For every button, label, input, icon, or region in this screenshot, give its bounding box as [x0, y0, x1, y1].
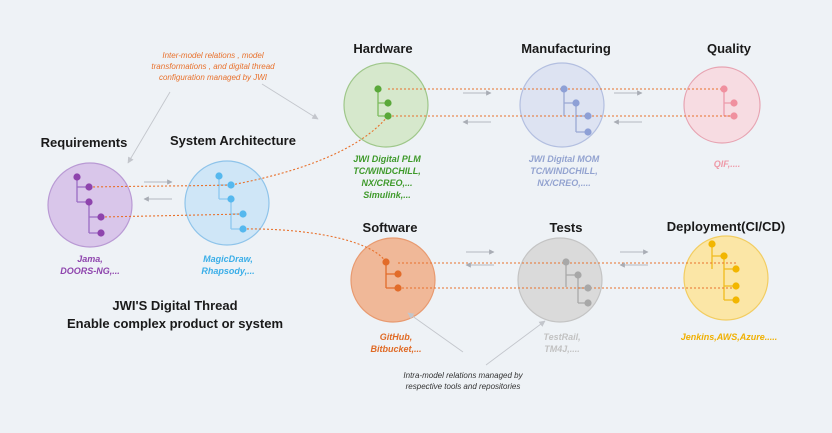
tool-label: Jenkins,AWS,Azure.....	[680, 332, 778, 342]
tool-label: QIF,....	[713, 159, 741, 169]
quality-circle	[683, 66, 761, 144]
note-line: respective tools and repositories	[405, 382, 521, 391]
deployment-nodes	[708, 240, 740, 304]
tool-label: Rhapsody,...	[201, 266, 255, 276]
tests-tree	[565, 262, 588, 304]
system-architecture-nodes	[215, 172, 247, 233]
tests-tools: TestRail, TM4J,....	[543, 331, 580, 355]
note-line: configuration managed by JWI	[158, 73, 268, 82]
requirements-tools: Jama, DOORS-NG,...	[60, 253, 120, 277]
caption-line-1: JWI'S Digital Thread	[112, 298, 238, 313]
tool-label: TC/WINDCHILL,	[353, 166, 421, 176]
tests-title: Tests	[549, 220, 583, 235]
manufacturing-nodes	[560, 85, 592, 136]
software-title: Software	[362, 220, 418, 235]
tool-label: JWI Digital MOM	[528, 154, 600, 164]
inter-model-note: Inter-model relations , model transforma…	[151, 50, 274, 83]
tests-nodes	[562, 258, 592, 307]
system-architecture-circle	[184, 160, 270, 246]
digital-thread-caption: JWI'S Digital Thread Enable complex prod…	[67, 297, 283, 333]
flow-arrows	[143, 90, 649, 268]
system-architecture-tools: MagicDraw, Rhapsody,...	[201, 253, 254, 277]
requirements-title: Requirements	[40, 135, 128, 150]
requirements-tree	[76, 177, 101, 234]
note-line: transformations , and digital thread	[151, 62, 275, 71]
quality-nodes	[720, 85, 738, 120]
tool-label: NX/CREO,...	[361, 178, 413, 188]
tool-label: NX/CREO,....	[537, 178, 591, 188]
intra-model-note: Intra-model relations managed by respect…	[403, 370, 522, 392]
tool-label: MagicDraw,	[203, 254, 253, 264]
tool-label: DOORS-NG,...	[60, 266, 120, 276]
tool-label: GitHub,	[379, 332, 413, 342]
deployment-circle	[683, 235, 769, 321]
manufacturing-tree	[563, 89, 588, 133]
deployment-tree	[711, 244, 736, 301]
tool-label: TestRail,	[543, 332, 581, 342]
annotation-pointers	[127, 83, 546, 366]
hardware-title: Hardware	[353, 41, 413, 56]
note-line: Inter-model relations , model	[162, 51, 264, 60]
system-architecture-title: System Architecture	[170, 133, 296, 148]
manufacturing-circle	[519, 62, 605, 148]
tool-label: TM4J,....	[544, 344, 580, 354]
manufacturing-title: Manufacturing	[521, 41, 611, 56]
deployment-tools: Jenkins,AWS,Azure.....	[681, 331, 778, 343]
hardware-tools: JWI Digital PLM TC/WINDCHILL, NX/CREO,..…	[353, 153, 421, 201]
tool-label: Simulink,...	[363, 190, 411, 200]
quality-title: Quality	[706, 41, 752, 56]
tests-circle	[517, 237, 603, 323]
note-line: Intra-model relations managed by	[403, 371, 523, 380]
manufacturing-tools: JWI Digital MOM TC/WINDCHILL, NX/CREO,..…	[529, 153, 600, 189]
deployment-title: Deployment(CI/CD)	[666, 219, 786, 234]
caption-line-2: Enable complex product or system	[66, 316, 284, 331]
hardware-nodes	[374, 85, 392, 120]
software-nodes	[382, 258, 402, 292]
software-circle	[350, 237, 436, 323]
tool-label: JWI Digital PLM	[353, 154, 421, 164]
tool-label: TC/WINDCHILL,	[530, 166, 598, 176]
tool-label: Bitbucket,...	[370, 344, 422, 354]
quality-tools: QIF,....	[714, 158, 741, 170]
requirements-nodes	[73, 173, 105, 237]
tool-label: Jama,	[77, 254, 103, 264]
software-tools: GitHub, Bitbucket,...	[370, 331, 421, 355]
